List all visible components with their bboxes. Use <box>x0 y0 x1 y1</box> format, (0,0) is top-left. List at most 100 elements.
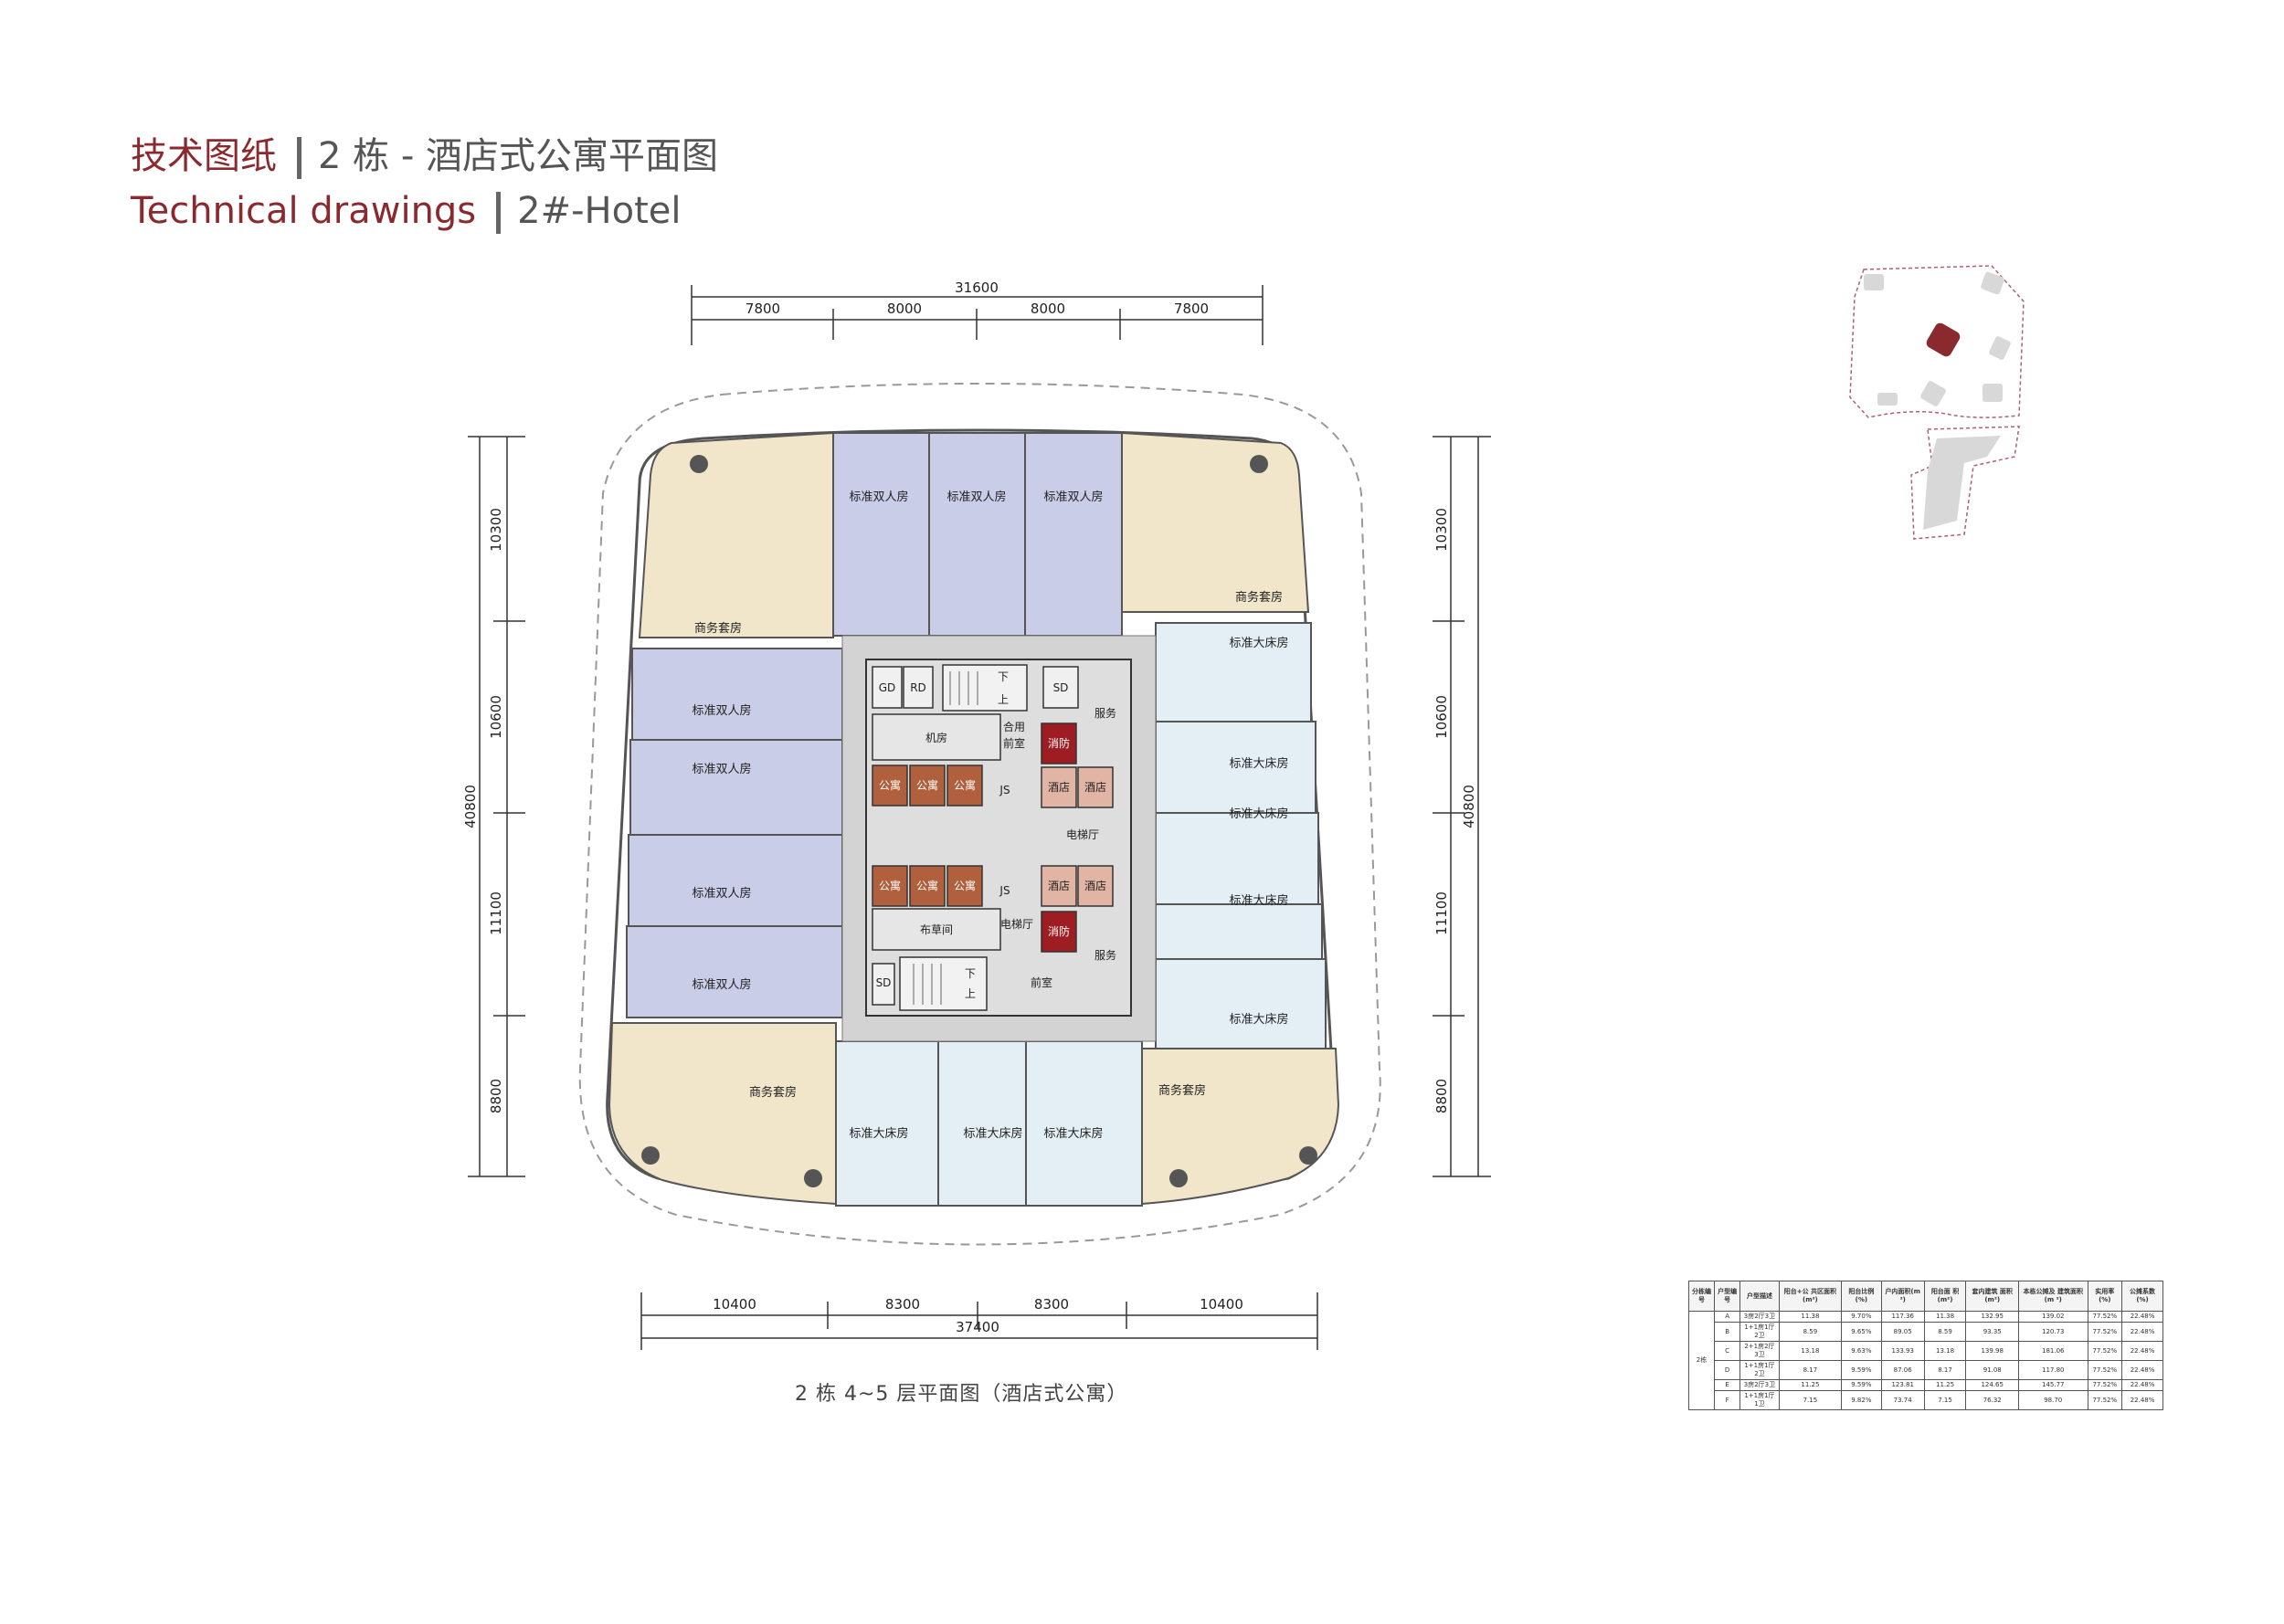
table-cell: 9.59% <box>1841 1360 1882 1380</box>
label-king-right-1: 标准大床房 <box>1229 636 1288 650</box>
label-hotel-4: 酒店 <box>1084 880 1106 892</box>
column <box>804 1169 822 1187</box>
king-room-right-4 <box>1155 903 1323 960</box>
area-table: 分栋编号 户型编号 户型描述 阳台+公 共区面积 (m²) 阳台比例 (%) 户… <box>1687 1281 2163 1410</box>
king-room-right-3 <box>1155 812 1319 905</box>
column <box>1169 1169 1188 1187</box>
dim-right-seg-1: 10300 <box>1433 508 1450 552</box>
table-cell: 11.25 <box>1923 1379 1967 1391</box>
gd-shaft <box>872 666 903 709</box>
label-twin-left-1: 标准双人房 <box>692 703 751 718</box>
label-twin-top-1: 标准双人房 <box>849 490 908 504</box>
label-shared-2: 前室 <box>1003 736 1025 750</box>
label-elevator-hall-1: 电梯厅 <box>1066 828 1099 841</box>
twin-room-top-2 <box>928 432 1026 637</box>
dim-left-seg-2: 10600 <box>488 695 504 739</box>
hotel-elevator-1 <box>1041 766 1077 808</box>
label-king-bottom-3: 标准大床房 <box>1043 1126 1103 1141</box>
hotel-elevator-3 <box>1041 865 1077 907</box>
label-stair-up-top: 上 <box>998 693 1009 706</box>
table-cell: 7.15 <box>1778 1390 1843 1410</box>
table-cell: 87.06 <box>1880 1360 1925 1380</box>
table-cell: 123.81 <box>1880 1379 1925 1391</box>
table-header-cell: 阳台面 积(m²) <box>1923 1281 1967 1312</box>
table-cell: 181.06 <box>2018 1341 2088 1361</box>
table-cell: 22.48% <box>2121 1322 2163 1342</box>
dimension-left <box>468 436 525 1177</box>
table-cell: 89.05 <box>1880 1322 1925 1342</box>
table-cell: 139.02 <box>2018 1311 2088 1323</box>
table-header-cell: 本栋公摊及 建筑面积(m ²) <box>2018 1281 2088 1312</box>
suite-room-ne <box>1121 431 1310 613</box>
table-cell: 9.63% <box>1841 1341 1882 1361</box>
label-stair-down-bottom: 下 <box>965 967 976 980</box>
apartment-elevator-2 <box>909 765 946 807</box>
fire-elevator-bottom <box>1041 911 1077 953</box>
label-suite-sw: 商务套房 <box>749 1085 797 1100</box>
label-suite-nw: 商务套房 <box>694 621 742 636</box>
label-shared-1: 合用 <box>1003 720 1025 733</box>
label-sd-top: SD <box>1053 681 1069 694</box>
label-fire-bottom: 消防 <box>1048 924 1070 938</box>
stair-top <box>942 664 1028 712</box>
label-king-bottom-2: 标准大床房 <box>963 1126 1022 1141</box>
label-hotel-1: 酒店 <box>1048 781 1070 794</box>
label-king-right-5: 标准大床房 <box>1229 1012 1288 1027</box>
table-cell: 132.95 <box>1965 1311 2019 1323</box>
table-cell: 3房2厅3卫 <box>1739 1379 1780 1391</box>
label-suite-se: 商务套房 <box>1158 1083 1206 1098</box>
dim-top-seg-2: 8000 <box>887 301 922 317</box>
label-twin-left-4: 标准双人房 <box>692 977 751 992</box>
site-building-block <box>1920 381 1946 406</box>
table-cell: 98.70 <box>2018 1390 2088 1410</box>
table-cell: 1+1房1厅2卫 <box>1739 1322 1780 1342</box>
label-apt-3: 公寓 <box>954 778 976 792</box>
label-js-bottom: JS <box>999 884 1010 897</box>
header-divider <box>496 192 502 234</box>
dim-top-seg-4: 7800 <box>1174 301 1209 317</box>
site-building-block <box>1983 384 2003 402</box>
suite-room-se <box>1141 1048 1340 1206</box>
label-twin-left-3: 标准双人房 <box>692 886 751 901</box>
dim-top-seg-1: 7800 <box>745 301 780 317</box>
table-cell: 124.65 <box>1965 1379 2019 1391</box>
dim-right-total: 40800 <box>1461 785 1477 828</box>
dim-top-seg-3: 8000 <box>1031 301 1065 317</box>
apartment-elevator-6 <box>946 865 983 907</box>
label-stair-down-top: 下 <box>998 670 1009 683</box>
suite-room-sw <box>608 1022 837 1206</box>
label-apt-2: 公寓 <box>916 778 938 792</box>
label-rd: RD <box>910 681 926 694</box>
column <box>1250 455 1268 473</box>
table-cell: C <box>1714 1341 1741 1361</box>
site-building-block <box>1864 274 1884 290</box>
sd-shaft-bottom <box>872 963 895 1006</box>
label-apt-4: 公寓 <box>879 879 901 892</box>
table-cell: 22.48% <box>2121 1360 2163 1380</box>
dim-top-total: 31600 <box>955 279 999 296</box>
twin-room-left-4 <box>626 925 843 1018</box>
table-cell: 22.48% <box>2121 1379 2163 1391</box>
table-cell: A <box>1714 1311 1741 1323</box>
label-elevator-hall-2: 电梯厅 <box>1000 918 1033 931</box>
table-cell: 93.35 <box>1965 1322 2019 1342</box>
table-cell: 76.32 <box>1965 1390 2019 1410</box>
table-cell: D <box>1714 1360 1741 1380</box>
en-subtitle: 2#-Hotel <box>517 190 682 232</box>
table-cell: 8.17 <box>1778 1360 1843 1380</box>
table-cell: 22.48% <box>2121 1390 2163 1410</box>
twin-room-top-1 <box>832 432 930 637</box>
table-cell: 77.52% <box>2087 1322 2123 1342</box>
table-header-cell: 实用率(%) <box>2087 1281 2123 1312</box>
dim-right-seg-2: 10600 <box>1433 695 1450 739</box>
table-cell: 133.93 <box>1880 1341 1925 1361</box>
hotel-elevator-4 <box>1077 865 1114 907</box>
label-twin-top-3: 标准双人房 <box>1043 490 1103 504</box>
label-apt-6: 公寓 <box>954 879 976 892</box>
